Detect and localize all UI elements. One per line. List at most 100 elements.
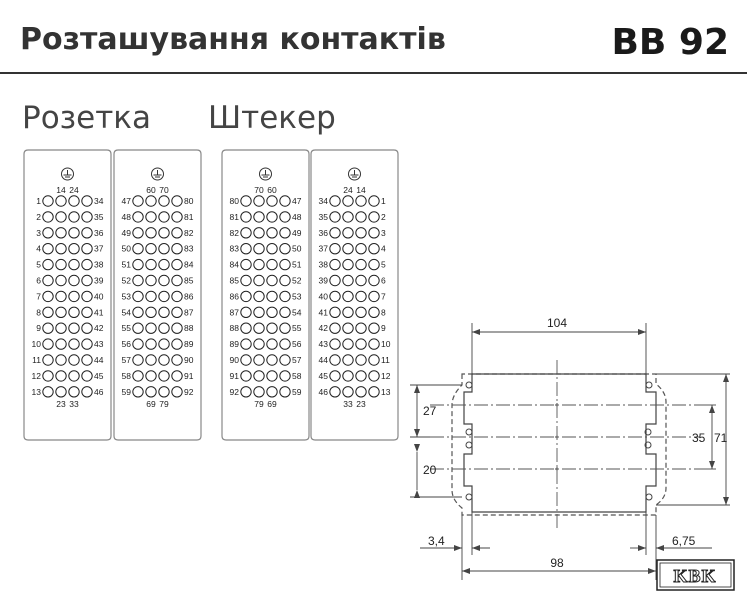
pin-label: 39 xyxy=(94,276,104,286)
pin-label: 23 xyxy=(56,399,66,409)
contact-pin xyxy=(81,306,93,318)
contact-pin xyxy=(253,274,265,287)
contact-pin xyxy=(158,274,170,287)
contact-pin xyxy=(342,338,354,350)
pin-label: 81 xyxy=(230,212,240,222)
contact-pin xyxy=(158,354,170,366)
pin-label: 48 xyxy=(292,212,302,222)
pin-label: 83 xyxy=(184,244,194,254)
contact-pin xyxy=(171,243,183,255)
contact-pin xyxy=(81,386,93,398)
contact-pin xyxy=(145,195,157,207)
pin-label: 88 xyxy=(184,323,194,333)
contact-pin xyxy=(266,227,278,239)
pin-label: 58 xyxy=(292,371,302,381)
pin-label: 55 xyxy=(292,323,302,333)
contact-pin xyxy=(158,322,170,334)
pin-label: 10 xyxy=(381,339,391,349)
pin-label: 59 xyxy=(122,387,132,397)
contact-pin xyxy=(81,227,93,239)
contact-pin xyxy=(342,354,354,366)
contact-pin xyxy=(240,243,252,255)
contact-pin xyxy=(145,243,157,255)
contact-pin xyxy=(266,290,278,303)
pin-label: 45 xyxy=(94,371,104,381)
pin-label: 86 xyxy=(230,291,240,301)
contact-pin xyxy=(368,322,380,334)
contact-pin xyxy=(68,322,80,334)
pin-label: 50 xyxy=(122,244,132,254)
contact-pin xyxy=(279,322,291,334)
contact-pin xyxy=(342,211,354,223)
pin-label: 52 xyxy=(292,276,302,286)
ground-icon xyxy=(348,167,361,181)
contact-pin xyxy=(158,306,170,318)
contact-pin xyxy=(55,322,67,334)
pin-label: 46 xyxy=(319,387,329,397)
pin-label: 40 xyxy=(319,291,329,301)
contact-pin xyxy=(158,290,170,303)
pin-label: 60 xyxy=(146,185,156,195)
contact-pin xyxy=(368,290,380,303)
pin-label: 46 xyxy=(94,387,104,397)
contact-pin xyxy=(81,211,93,223)
contact-pin xyxy=(329,370,341,382)
contact-pin xyxy=(171,370,183,382)
contact-pin xyxy=(81,354,93,366)
mount-hole xyxy=(465,428,473,436)
contact-pin xyxy=(329,338,341,350)
contact-pin xyxy=(240,211,252,223)
contact-pin xyxy=(171,274,183,287)
pin-label: 4 xyxy=(381,244,386,254)
contact-pin xyxy=(253,227,265,239)
contact-pin xyxy=(266,195,278,207)
contact-pin xyxy=(355,274,367,287)
contact-pin xyxy=(42,274,54,287)
contact-pin xyxy=(68,274,80,287)
panel-outline xyxy=(310,149,399,441)
contact-pin xyxy=(240,354,252,366)
contact-pin xyxy=(132,306,144,318)
contact-pin xyxy=(355,322,367,334)
contact-pin xyxy=(253,354,265,366)
contact-pin xyxy=(42,386,54,398)
pin-label: 82 xyxy=(230,228,240,238)
contact-pin xyxy=(171,258,183,271)
pin-label: 36 xyxy=(94,228,104,238)
contact-pin xyxy=(355,370,367,382)
pin-label: 52 xyxy=(122,276,132,286)
contact-pin xyxy=(42,195,54,207)
contact-pin xyxy=(355,227,367,239)
pin-label: 5 xyxy=(381,260,386,270)
contact-pin xyxy=(42,306,54,318)
mount-hole xyxy=(644,441,652,449)
pin-label: 43 xyxy=(94,339,104,349)
contact-pin xyxy=(368,354,380,366)
contact-pin xyxy=(355,211,367,223)
pin-label: 11 xyxy=(32,355,41,365)
pin-label: 81 xyxy=(184,212,194,222)
pin-label: 55 xyxy=(122,323,132,333)
panel-outline xyxy=(221,149,310,441)
pin-label: 14 xyxy=(56,185,66,195)
contact-pin xyxy=(81,195,93,207)
contact-pin xyxy=(266,258,278,271)
dim-left-offset: 3,4 xyxy=(428,534,445,548)
contact-pin xyxy=(132,370,144,382)
pin-label: 4 xyxy=(36,244,41,254)
contact-pin xyxy=(55,386,67,398)
contact-pin xyxy=(329,322,341,334)
contact-pin xyxy=(171,338,183,350)
kbk-logo: KBK xyxy=(656,559,735,591)
dim-right-offset: 6,75 xyxy=(672,534,696,548)
pin-label: 3 xyxy=(36,228,41,238)
contact-pin xyxy=(240,227,252,239)
pin-label: 34 xyxy=(319,196,329,206)
contact-pin xyxy=(279,243,291,255)
contact-pin xyxy=(240,195,252,207)
socket-heading: Розетка xyxy=(22,100,151,136)
pin-label: 56 xyxy=(122,339,132,349)
pin-label: 1 xyxy=(381,196,386,206)
contact-pin xyxy=(253,306,265,318)
